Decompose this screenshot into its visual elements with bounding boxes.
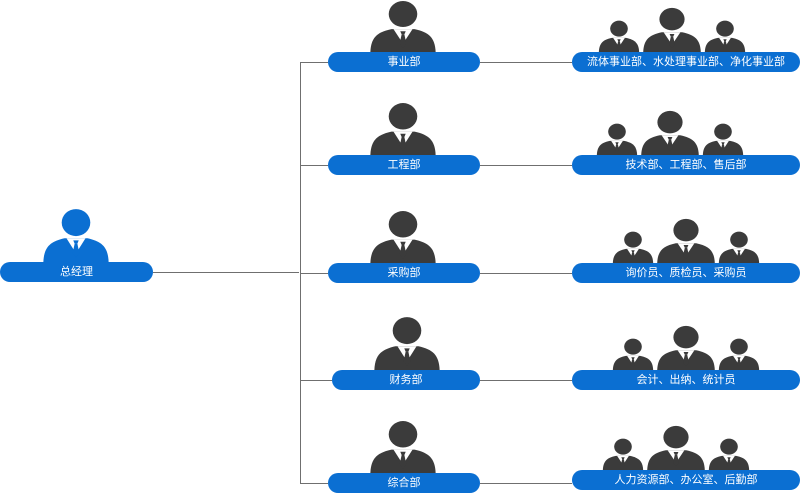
person-icon (657, 325, 715, 370)
department-label: 事业部 (328, 52, 480, 72)
sub-connector-4 (480, 380, 572, 381)
person-icon (370, 1, 436, 52)
person-icon (596, 123, 638, 155)
person-icon (374, 317, 440, 370)
person-icon (718, 338, 760, 370)
person-icon (370, 103, 436, 155)
person-icon (657, 218, 715, 263)
general-manager-label: 总经理 (0, 262, 153, 282)
gm-connector (153, 272, 299, 273)
person-icon (718, 231, 760, 263)
sub-units-label: 人力资源部、办公室、后勤部 (572, 470, 800, 490)
person-icon (643, 7, 701, 52)
person-icon (704, 20, 746, 52)
sub-units-label: 会计、出纳、统计员 (572, 370, 800, 390)
department-label: 采购部 (328, 263, 480, 283)
branch-line-4 (300, 380, 332, 381)
department-label: 工程部 (328, 155, 480, 175)
person-icon (647, 425, 705, 470)
person-icon (612, 231, 654, 263)
branch-line-3 (300, 273, 328, 274)
sub-connector-2 (480, 165, 572, 166)
sub-units-label: 技术部、工程部、售后部 (572, 155, 800, 175)
sub-units-label: 询价员、质检员、采购员 (572, 263, 800, 283)
branch-line-2 (300, 165, 328, 166)
person-icon (708, 438, 750, 470)
person-icon (641, 110, 699, 155)
sub-units-label: 流体事业部、水处理事业部、净化事业部 (572, 52, 800, 72)
branch-line-5 (300, 483, 328, 484)
department-label: 财务部 (332, 370, 480, 390)
sub-connector-1 (480, 62, 572, 63)
person-icon (370, 421, 436, 473)
sub-connector-5 (480, 483, 572, 484)
person-icon (612, 338, 654, 370)
sub-connector-3 (480, 273, 572, 274)
person-icon (370, 211, 436, 263)
person-icon (602, 438, 644, 470)
person-icon (702, 123, 744, 155)
branch-line-1 (300, 62, 328, 63)
trunk-line (300, 62, 301, 483)
person-blue-icon (43, 209, 109, 262)
department-label: 综合部 (328, 473, 480, 493)
person-icon (598, 20, 640, 52)
